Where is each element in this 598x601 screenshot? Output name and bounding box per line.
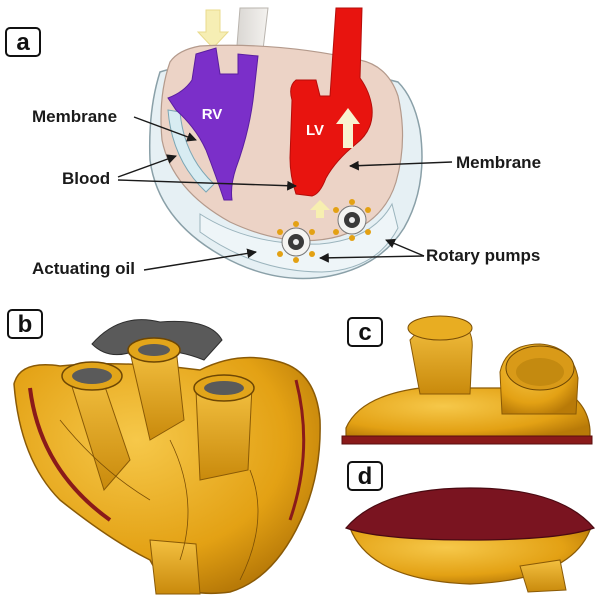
panel-c: c [342,316,592,444]
callout-membrane-left: Membrane [32,107,117,126]
panel-b-bottom-stem [150,540,200,594]
panel-d-membrane [346,488,594,540]
panel-a: a RV LV [6,8,541,279]
callout-blood: Blood [62,169,110,188]
panel-b-label: b [18,311,33,338]
panel-a-label: a [16,29,30,56]
panel-b: b [8,310,320,594]
callout-rotary-pumps: Rotary pumps [426,246,540,265]
callout-actuating-oil: Actuating oil [32,259,135,278]
rv-label: RV [202,106,223,123]
inflow-arrow-icon [198,10,228,48]
panel-b-port-right [194,375,254,480]
panel-d: d [346,462,594,592]
lv-label: LV [306,122,324,139]
panel-d-stem [520,560,566,592]
callout-membrane-right: Membrane [456,153,541,172]
panel-c-label: c [358,319,371,346]
panel-c-tube-left-opening [408,316,472,340]
panel-c-dome-right [500,344,578,414]
panel-c-red-flange [342,436,592,444]
panel-d-label: d [358,463,373,490]
